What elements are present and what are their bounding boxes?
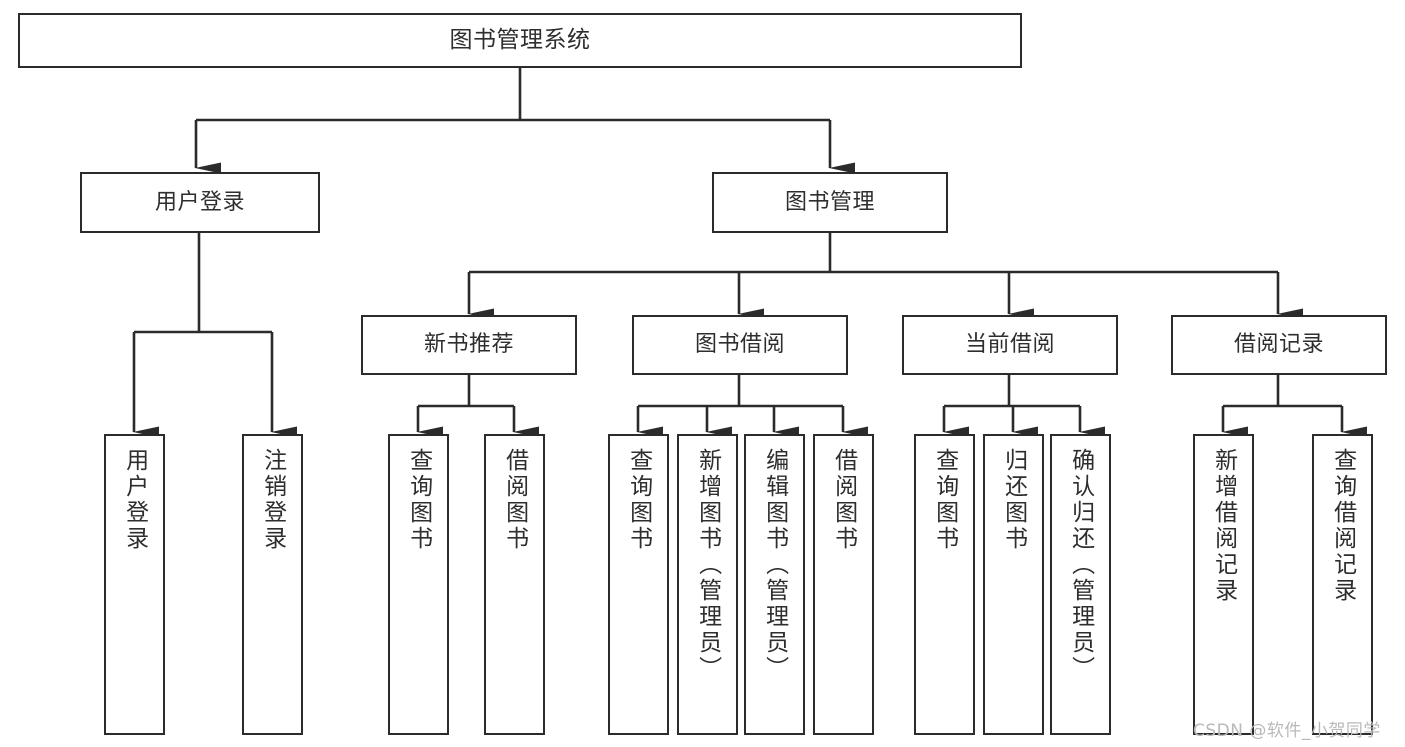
node-book-manage[interactable]: 图书管理	[712, 172, 948, 233]
leaf-query-book-2[interactable]: 查询图书	[608, 434, 669, 735]
leaf-query-record[interactable]: 查询借阅记录	[1312, 434, 1373, 735]
node-root[interactable]: 图书管理系统	[18, 13, 1022, 68]
node-borrow-record-label: 借阅记录	[1233, 332, 1324, 358]
leaf-confirm-return-label: 确认归还（管理员）	[1067, 448, 1094, 682]
leaf-add-book-label: 新增图书（管理员）	[694, 448, 721, 682]
leaf-return-book[interactable]: 归还图书	[983, 434, 1044, 735]
leaf-query-book-2-label: 查询图书	[625, 448, 652, 552]
leaf-user-login-label: 用户登录	[121, 448, 148, 552]
node-root-label: 图书管理系统	[449, 26, 591, 53]
leaf-query-book-1-label: 查询图书	[405, 448, 432, 552]
leaf-add-book[interactable]: 新增图书（管理员）	[677, 434, 738, 735]
node-current-borrow[interactable]: 当前借阅	[902, 315, 1118, 375]
leaf-borrow-book-1-label: 借阅图书	[501, 448, 528, 552]
leaf-borrow-book-2[interactable]: 借阅图书	[813, 434, 874, 735]
leaf-return-book-label: 归还图书	[1000, 448, 1027, 552]
node-new-book-rec-label: 新书推荐	[423, 332, 514, 358]
leaf-query-book-3[interactable]: 查询图书	[914, 434, 975, 735]
leaf-query-book-3-label: 查询图书	[931, 448, 958, 552]
leaf-edit-book[interactable]: 编辑图书（管理员）	[744, 434, 805, 735]
leaf-logout-label: 注销登录	[259, 448, 286, 552]
node-book-borrow[interactable]: 图书借阅	[632, 315, 848, 375]
node-borrow-record[interactable]: 借阅记录	[1171, 315, 1387, 375]
leaf-add-record-label: 新增借阅记录	[1210, 448, 1237, 604]
node-user-login-label: 用户登录	[154, 189, 245, 215]
node-book-manage-label: 图书管理	[784, 189, 875, 215]
node-new-book-rec[interactable]: 新书推荐	[361, 315, 577, 375]
leaf-query-record-label: 查询借阅记录	[1329, 448, 1356, 604]
leaf-confirm-return[interactable]: 确认归还（管理员）	[1050, 434, 1111, 735]
leaf-add-record[interactable]: 新增借阅记录	[1193, 434, 1254, 735]
node-current-borrow-label: 当前借阅	[964, 332, 1055, 358]
leaf-edit-book-label: 编辑图书（管理员）	[761, 448, 788, 682]
leaf-user-login[interactable]: 用户登录	[104, 434, 165, 735]
node-user-login[interactable]: 用户登录	[80, 172, 320, 233]
node-book-borrow-label: 图书借阅	[694, 332, 785, 358]
leaf-query-book-1[interactable]: 查询图书	[388, 434, 449, 735]
leaf-borrow-book-2-label: 借阅图书	[830, 448, 857, 552]
leaf-borrow-book-1[interactable]: 借阅图书	[484, 434, 545, 735]
csdn-watermark: CSDN @软件_小贺同学	[1193, 721, 1381, 741]
leaf-logout[interactable]: 注销登录	[242, 434, 303, 735]
